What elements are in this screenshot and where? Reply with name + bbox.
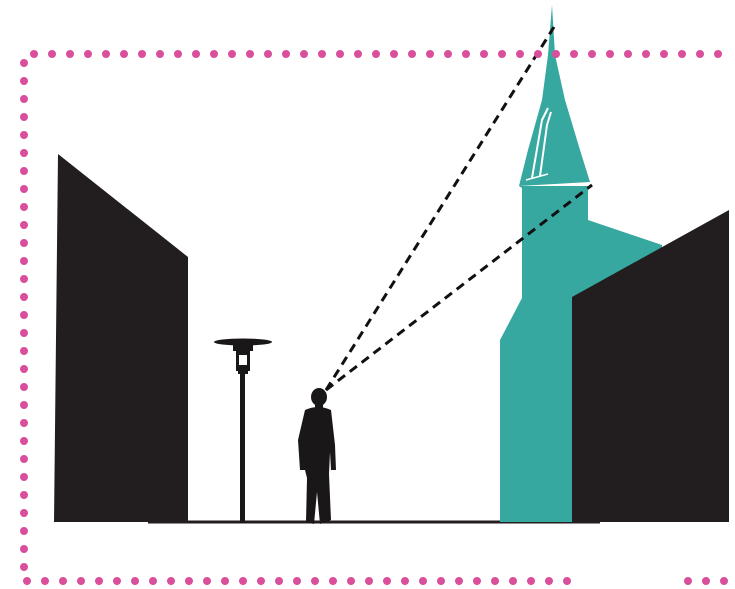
church-spire [519, 5, 590, 186]
left-building [54, 154, 188, 522]
person-silhouette [298, 388, 336, 524]
street-lamp [214, 339, 272, 524]
